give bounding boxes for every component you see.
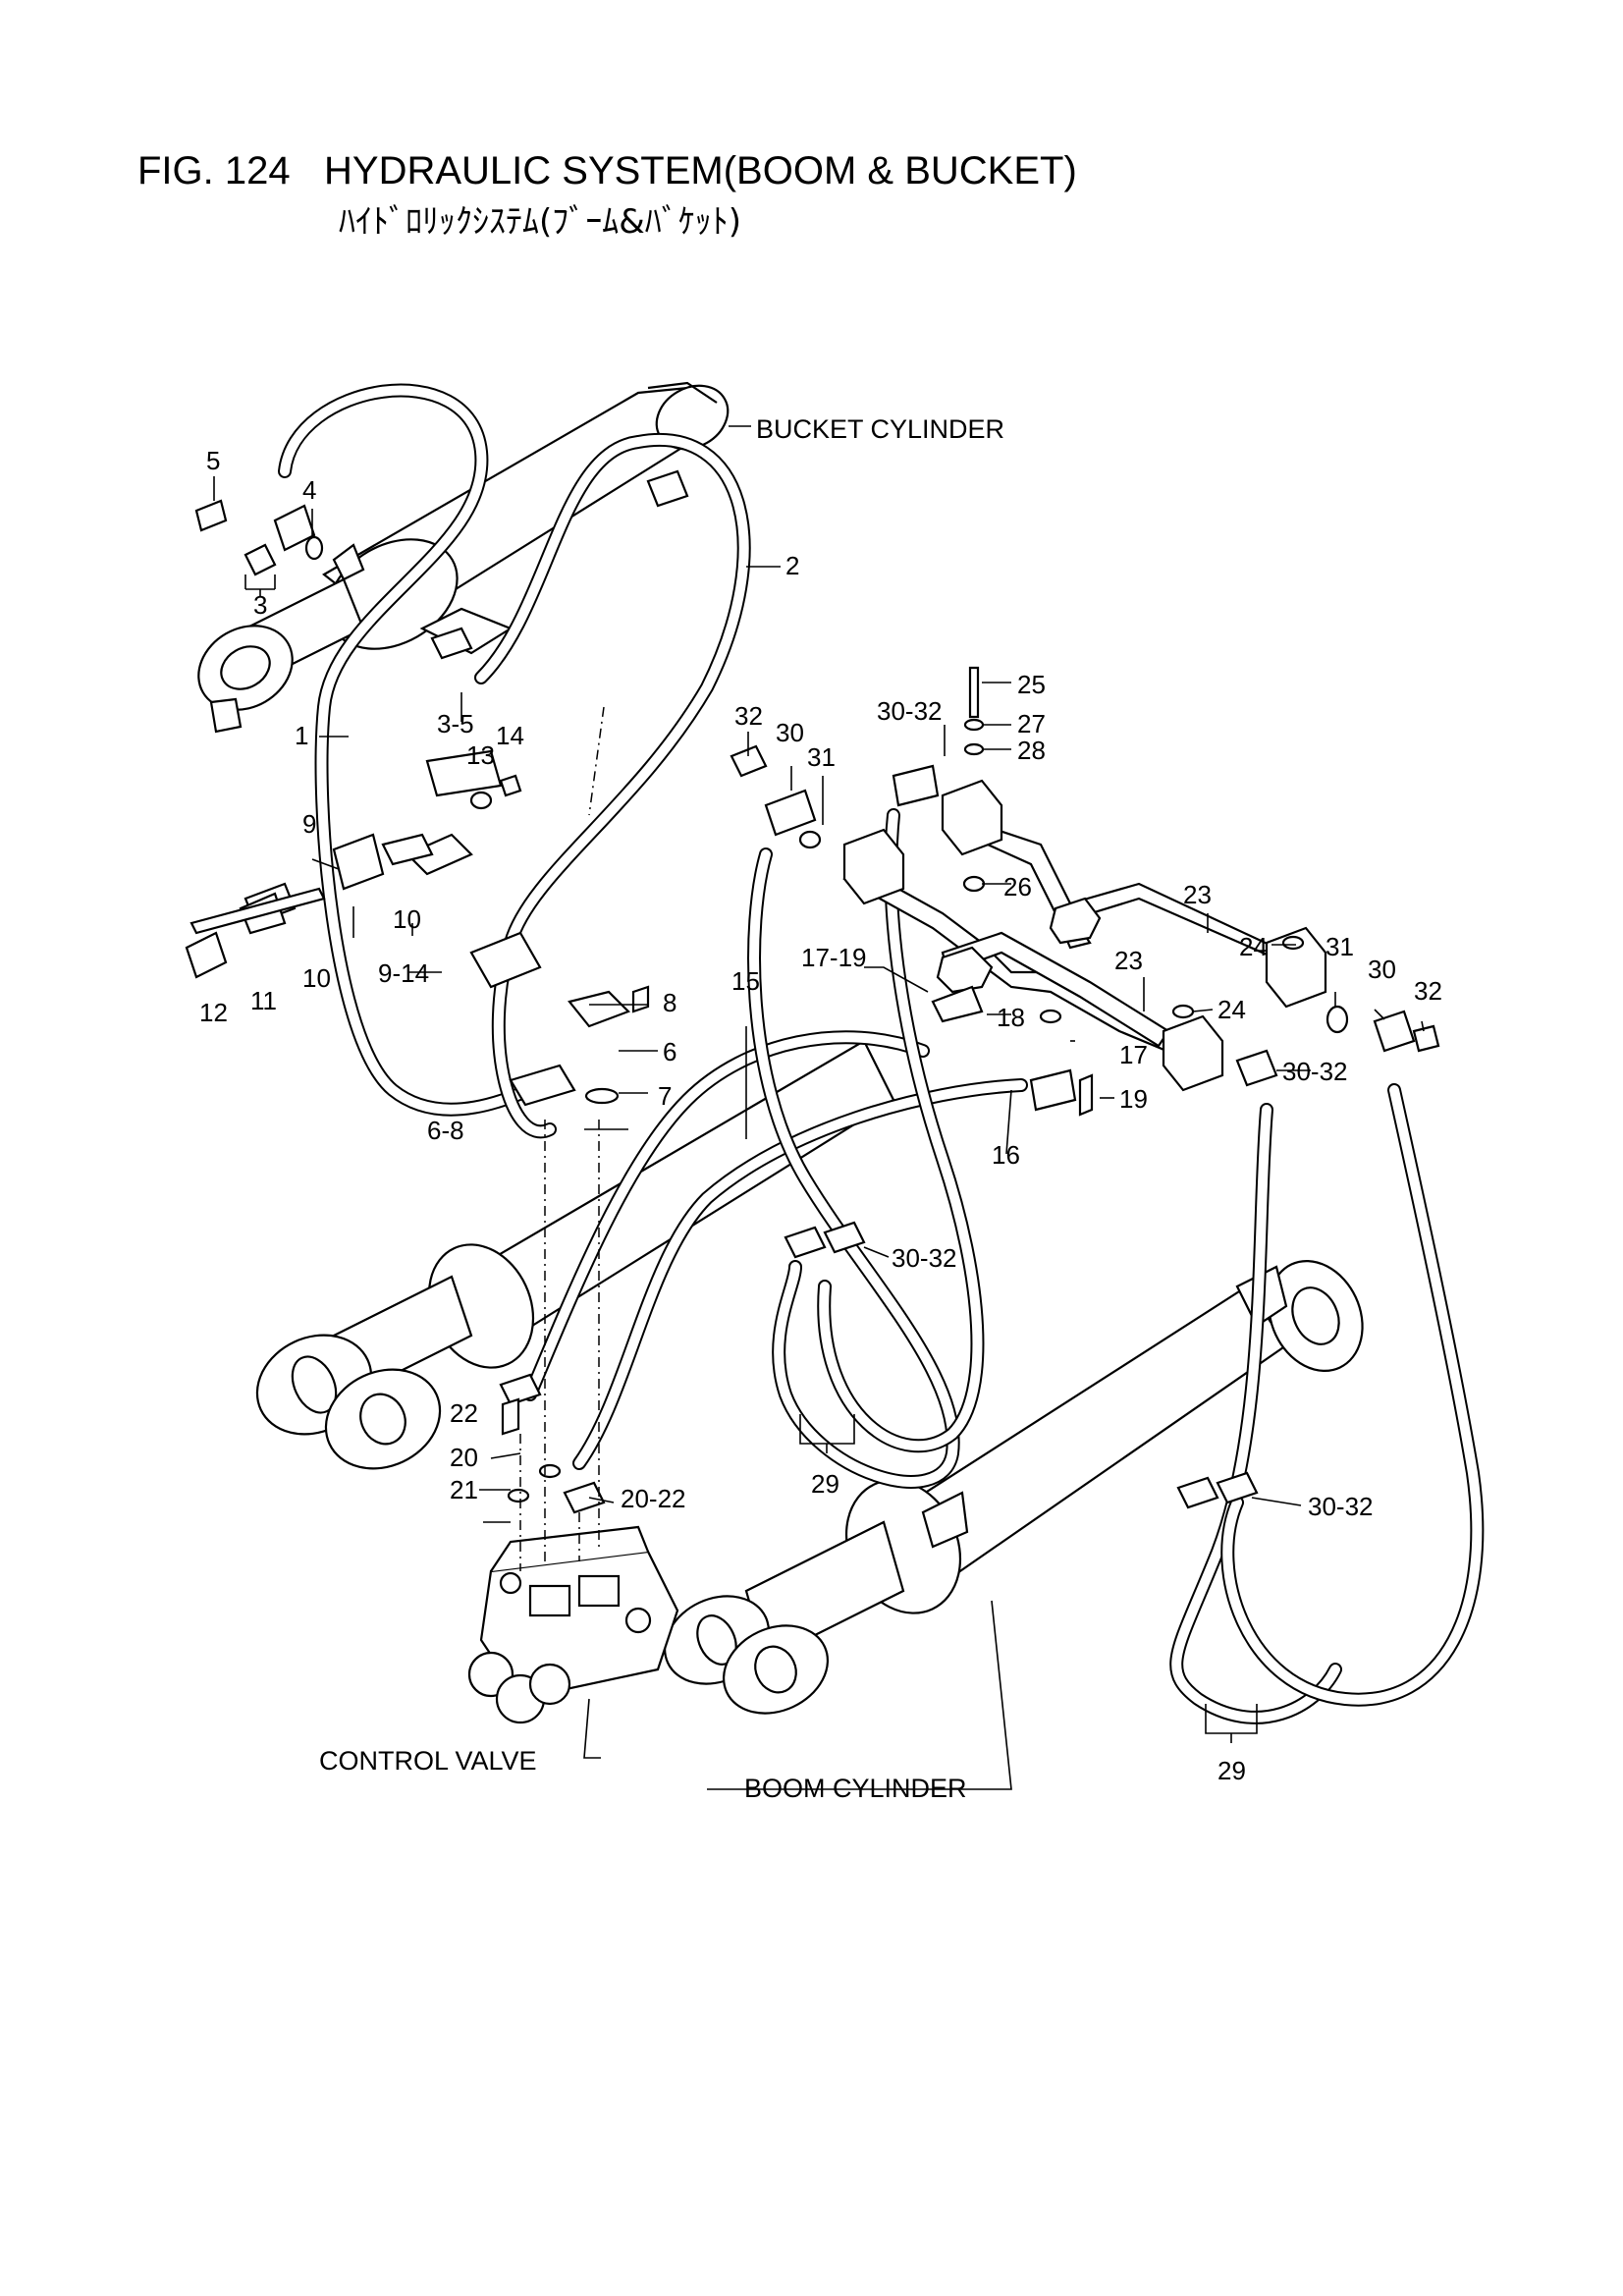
bucket-cylinder-label: BUCKET CYLINDER	[756, 414, 1004, 444]
callout-13: 13	[466, 740, 495, 770]
callout-28: 28	[1017, 736, 1046, 765]
callout-32b: 32	[1414, 976, 1442, 1006]
callout-6-8: 6-8	[427, 1116, 464, 1145]
callout-6: 6	[663, 1037, 676, 1066]
callout-3-5: 3-5	[437, 709, 474, 738]
callout-30-32b: 30-32	[1282, 1057, 1348, 1086]
callout-17: 17	[1119, 1040, 1148, 1069]
callout-30-32d: 30-32	[1308, 1492, 1374, 1521]
callout-27: 27	[1017, 709, 1046, 738]
callout-9: 9	[302, 809, 316, 839]
hose-29-lower	[1169, 1083, 1485, 1724]
callout-numbers: 5 4 3 2 3-5 1 13 14 9 10 10 11 12 9-14 8…	[199, 446, 1442, 1785]
callout-30-32a: 30-32	[877, 696, 943, 726]
callout-20-22: 20-22	[621, 1484, 686, 1513]
hose-2	[474, 433, 751, 1139]
callout-23b: 23	[1114, 946, 1143, 975]
callout-30b: 30	[1368, 955, 1396, 984]
callout-31b: 31	[1325, 932, 1354, 961]
clamp-assemblies	[273, 504, 1416, 1514]
control-valve	[467, 1525, 679, 1724]
callout-19: 19	[1119, 1084, 1148, 1114]
hose-1	[278, 383, 557, 1117]
callout-30-32c: 30-32	[892, 1243, 957, 1273]
callout-14: 14	[496, 721, 524, 750]
boom-cylinder-right	[663, 1259, 1364, 1715]
boom-cylinder-label: BOOM CYLINDER	[744, 1774, 967, 1803]
callout-24b: 24	[1217, 995, 1246, 1024]
callout-29b: 29	[1217, 1756, 1246, 1785]
callout-3: 3	[253, 590, 267, 620]
callout-15: 15	[731, 966, 760, 996]
callout-24a: 24	[1239, 932, 1268, 961]
callout-32a: 32	[734, 701, 763, 731]
callout-21: 21	[450, 1475, 478, 1504]
callout-18: 18	[997, 1003, 1025, 1032]
callout-2: 2	[785, 551, 799, 580]
callout-9-14: 9-14	[378, 958, 429, 988]
boom-cylinder-left	[255, 1039, 895, 1470]
figure-title: FIG. 124 HYDRAULIC SYSTEM(BOOM & BUCKET)	[137, 149, 1077, 193]
callout-29a: 29	[811, 1469, 839, 1499]
leader-lines	[213, 425, 1425, 1790]
callout-8: 8	[663, 988, 676, 1017]
callout-11: 11	[250, 986, 277, 1015]
connector-blocks	[842, 779, 1327, 1092]
callout-5: 5	[206, 446, 220, 475]
callout-4: 4	[302, 475, 316, 505]
callout-12: 12	[199, 998, 228, 1027]
callout-10b: 10	[302, 963, 331, 993]
callout-16: 16	[992, 1140, 1020, 1170]
control-valve-label: CONTROL VALVE	[319, 1746, 537, 1776]
callout-20: 20	[450, 1443, 478, 1472]
callout-26: 26	[1003, 872, 1032, 902]
callout-7: 7	[658, 1081, 672, 1111]
hose-15	[523, 1030, 930, 1401]
hose-29-upper	[747, 808, 985, 1489]
callout-10a: 10	[393, 904, 421, 934]
callout-1: 1	[295, 721, 308, 750]
callout-23a: 23	[1183, 880, 1212, 909]
figure-title-text: HYDRAULIC SYSTEM(BOOM & BUCKET)	[324, 149, 1077, 192]
callout-30a: 30	[776, 718, 804, 747]
callout-31a: 31	[807, 742, 836, 772]
callout-17-19: 17-19	[801, 943, 867, 972]
centre-lines	[519, 706, 605, 1571]
callout-22: 22	[450, 1398, 478, 1428]
figure-subtitle: ﾊｲﾄﾞﾛﾘｯｸｼｽﾃﾑ(ﾌﾞｰﾑ&ﾊﾞｹｯﾄ)	[339, 202, 742, 242]
figure-number: FIG. 124	[137, 149, 291, 192]
callout-25: 25	[1017, 670, 1046, 699]
